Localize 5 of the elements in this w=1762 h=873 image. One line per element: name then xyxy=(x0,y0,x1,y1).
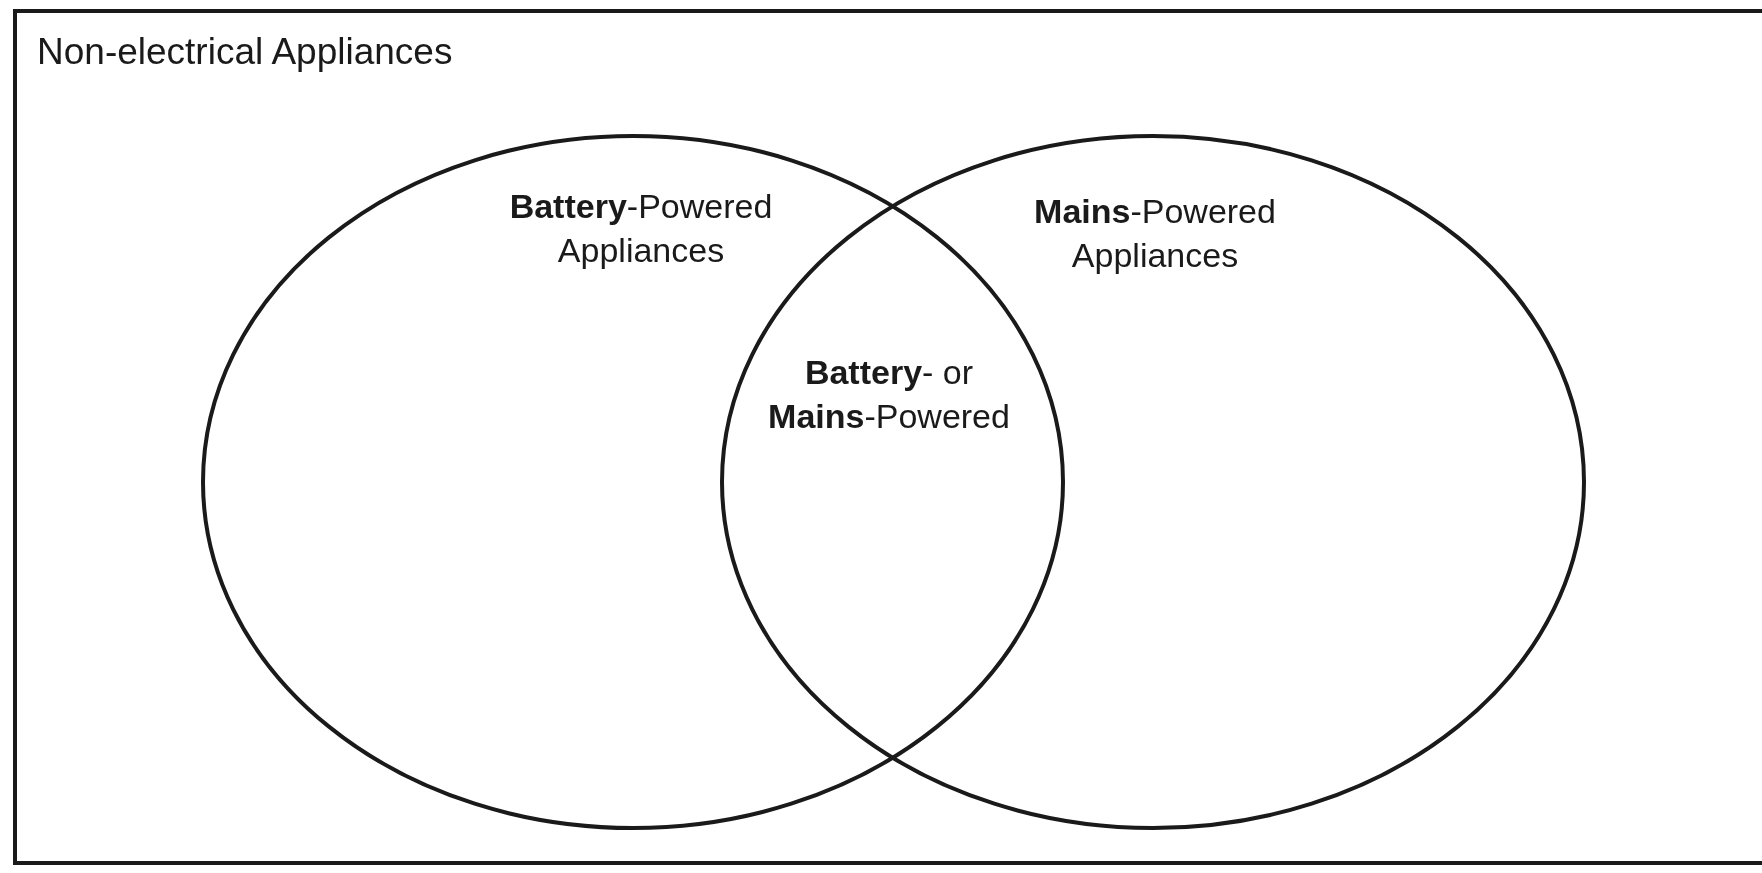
set-label: Battery-Powered Appliances xyxy=(508,186,774,272)
set-frame xyxy=(13,9,1762,865)
set-title: Non-electrical Appliances xyxy=(37,31,453,73)
intersection-label: Battery- or Mains-Powered xyxy=(767,352,1011,438)
set-label: Mains-Powered Appliances xyxy=(1033,191,1277,277)
